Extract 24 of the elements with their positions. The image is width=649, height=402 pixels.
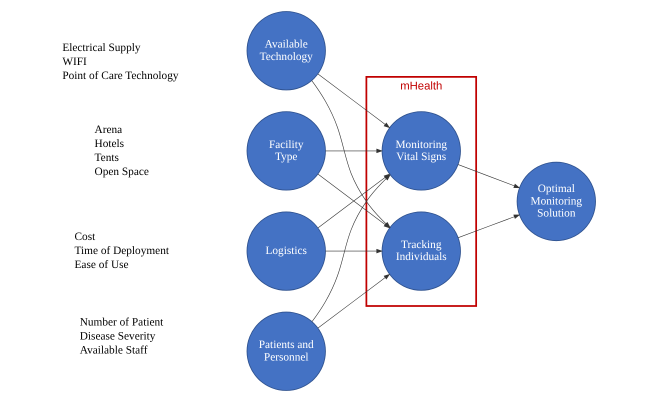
arrow — [457, 214, 520, 238]
node-circle: Patients and Personnel — [246, 312, 326, 391]
node-label: Arena — [94, 124, 122, 136]
node-label: Electrical Supply — [62, 42, 140, 54]
node-label: Ease of Use — [74, 258, 128, 271]
node-label: Number of Patient — [79, 316, 163, 328]
arrow — [457, 164, 520, 188]
arrow — [324, 148, 382, 154]
node-label: Point of Care Technology — [62, 70, 178, 82]
arrow — [317, 74, 390, 128]
node-label: WIFI — [62, 56, 86, 68]
node-label: Tents — [94, 152, 118, 164]
node-label: Time of Deployment — [74, 245, 169, 258]
arrow — [324, 248, 382, 254]
node-circle: Available Technology — [246, 11, 326, 90]
arrow — [317, 274, 390, 328]
node-label: Disease Severity — [79, 330, 155, 342]
node-label: Cost — [74, 231, 95, 244]
node-label: Available Staff — [79, 344, 147, 356]
node-label: Hotels — [94, 138, 124, 150]
node-circle: Optimal Monitoring Solution — [516, 162, 596, 242]
node-label: Open Space — [94, 166, 148, 178]
node-circle: Facility Type — [246, 111, 326, 191]
node-circle: Logistics — [246, 211, 326, 291]
